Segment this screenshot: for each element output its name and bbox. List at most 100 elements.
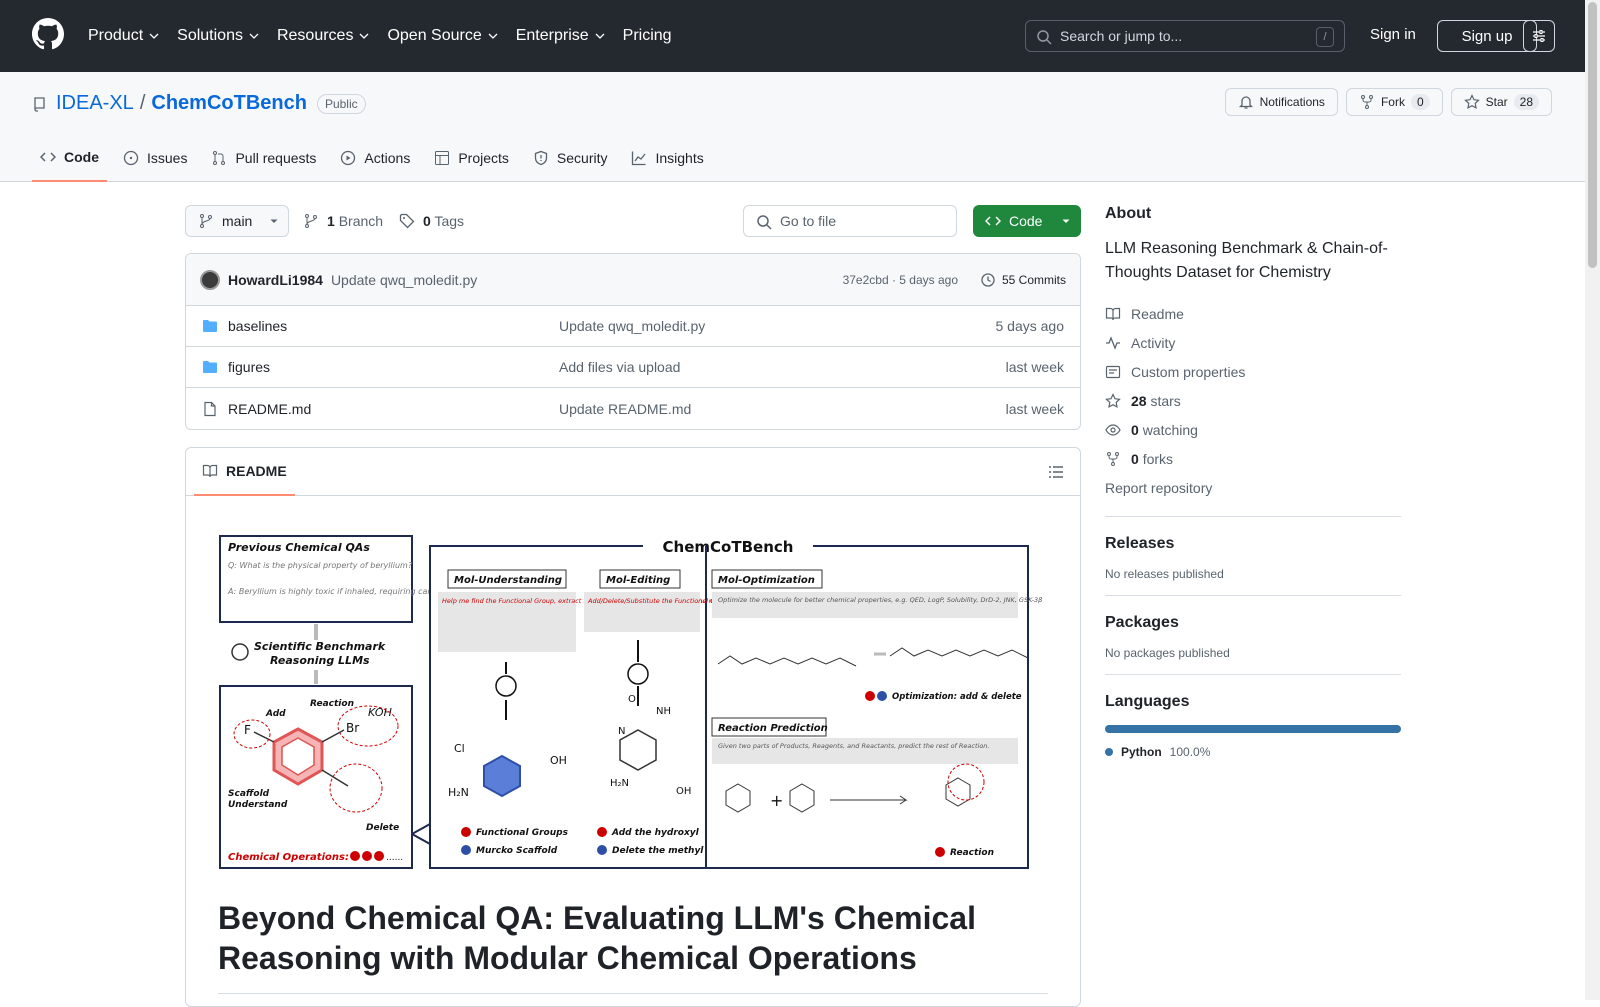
path-separator: / (139, 92, 146, 114)
fork-button[interactable]: Fork 0 (1345, 88, 1443, 116)
tab-label: Actions (364, 150, 411, 166)
figure-left-label: Understand (228, 800, 288, 810)
repo-name-link[interactable]: ChemCoTBench (151, 92, 307, 114)
tab-issues[interactable]: Issues (115, 134, 195, 182)
list-unordered-icon[interactable] (1048, 464, 1064, 480)
tab-code[interactable]: Code (32, 134, 107, 182)
stars-label: stars (1150, 392, 1181, 409)
atom-label: OH (550, 754, 567, 767)
tab-label: Projects (458, 150, 509, 166)
readme-tab-label: README (226, 463, 287, 479)
code-download-button[interactable]: Code (973, 205, 1081, 237)
folder-icon (203, 320, 217, 332)
tab-pull-requests[interactable]: Pull requests (203, 134, 324, 182)
issue-icon (123, 150, 139, 166)
github-logo-icon[interactable] (32, 18, 64, 50)
custom-properties-link[interactable]: Custom properties (1105, 357, 1401, 386)
commit-count-label: 55 Commits (1001, 272, 1066, 287)
language-item[interactable]: Python 100.0% (1105, 745, 1401, 759)
atom-label: H₂N (610, 778, 629, 789)
branches-link[interactable]: 1 Branch (327, 213, 383, 229)
file-row[interactable]: README.md Update README.md last week (186, 388, 1080, 429)
stars-link[interactable]: 28 stars (1105, 386, 1401, 415)
tab-insights[interactable]: Insights (623, 134, 711, 182)
global-search-input[interactable]: Search or jump to... / (1025, 20, 1345, 52)
watching-count: 0 (1131, 421, 1139, 438)
commit-hash-time[interactable]: 37e2cbd · 5 days ago (842, 272, 958, 287)
page-scrollbar[interactable] (1585, 0, 1600, 1000)
code-icon (40, 152, 56, 162)
forks-link[interactable]: 0 forks (1105, 444, 1401, 473)
caret-down-icon (270, 219, 278, 223)
releases-title[interactable]: Releases (1105, 535, 1175, 552)
atom-label: Br (346, 721, 359, 735)
nav-solutions[interactable]: Solutions (177, 27, 259, 45)
nav-label: Resources (276, 27, 354, 44)
history-icon (981, 272, 995, 287)
file-icon (204, 401, 216, 416)
branch-icon (200, 214, 212, 228)
sidebar-divider (1105, 516, 1401, 517)
tab-security[interactable]: Security (525, 134, 616, 182)
file-row[interactable]: baselines Update qwq_moledit.py 5 days a… (186, 306, 1080, 347)
nav-open-source[interactable]: Open Source (387, 27, 498, 45)
commit-message-link[interactable]: Update qwq_moledit.py (330, 271, 478, 288)
notifications-button[interactable]: Notifications (1224, 88, 1338, 116)
packages-title[interactable]: Packages (1105, 614, 1179, 631)
file-row[interactable]: figures Add files via upload last week (186, 347, 1080, 388)
search-icon (757, 215, 772, 230)
file-name-link[interactable]: figures (228, 359, 271, 375)
notifications-label: Notifications (1259, 95, 1325, 109)
language-bar (1105, 725, 1401, 733)
file-commit-link[interactable]: Add files via upload (559, 359, 681, 375)
tab-projects[interactable]: Projects (426, 134, 517, 182)
mol-editing-label: Mol-Editing (606, 575, 670, 586)
pulse-icon (1106, 335, 1120, 350)
repo-owner-link[interactable]: IDEA-XL (56, 92, 134, 114)
star-count: 28 (1513, 94, 1539, 110)
star-button[interactable]: Star 28 (1450, 88, 1552, 116)
go-to-file-input[interactable]: Go to file (743, 205, 957, 237)
sign-up-button[interactable]: Sign up (1437, 20, 1537, 52)
commit-author-link[interactable]: HowardLi1984 (228, 271, 323, 288)
file-commit-link[interactable]: Update README.md (559, 400, 692, 417)
book-icon (1105, 307, 1121, 320)
reaction-caption: Reaction (950, 848, 994, 858)
file-name-link[interactable]: baselines (228, 318, 288, 334)
sliders-icon (1533, 30, 1545, 42)
readme-link-label: Readme (1131, 305, 1184, 322)
nav-label: Product (88, 27, 144, 44)
file-time: last week (1005, 400, 1064, 417)
scrollbar-thumb[interactable] (1588, 2, 1597, 268)
report-repository-link[interactable]: Report repository (1105, 479, 1213, 496)
branch-selector[interactable]: main (185, 205, 289, 237)
readme-tab[interactable]: README (194, 448, 295, 496)
nav-enterprise[interactable]: Enterprise (516, 27, 605, 45)
file-name-link[interactable]: README.md (228, 400, 312, 417)
code-icon (985, 216, 1001, 226)
watching-label: watching (1142, 421, 1198, 438)
tab-label: Pull requests (235, 150, 317, 166)
file-commit-link[interactable]: Update qwq_moledit.py (559, 318, 706, 334)
forks-count: 0 (1131, 450, 1139, 467)
appearance-settings-button[interactable] (1523, 20, 1555, 52)
chem-ops-tail: ...... (386, 853, 403, 863)
nav-resources[interactable]: Resources (277, 27, 369, 45)
watchers-link[interactable]: 0 watching (1105, 415, 1401, 444)
nav-pricing[interactable]: Pricing (623, 27, 672, 45)
repo-title: IDEA-XL / ChemCoTBench Public (32, 92, 366, 115)
tags-link[interactable]: 0 Tags (423, 213, 464, 229)
readme-link[interactable]: Readme (1105, 299, 1401, 328)
activity-link[interactable]: Activity (1105, 328, 1401, 357)
figure-left-label: Delete (366, 823, 399, 833)
nav-label: Pricing (622, 27, 672, 44)
sign-in-link[interactable]: Sign in (1370, 26, 1416, 43)
tab-actions[interactable]: Actions (332, 134, 418, 182)
commits-history-link[interactable]: 55 Commits (980, 272, 1066, 288)
avatar[interactable] (200, 269, 220, 290)
branch-name: main (222, 213, 253, 229)
fork-icon (1360, 95, 1373, 109)
file-time: 5 days ago (995, 318, 1065, 334)
language-color-dot (1105, 748, 1113, 756)
nav-product[interactable]: Product (88, 27, 159, 45)
